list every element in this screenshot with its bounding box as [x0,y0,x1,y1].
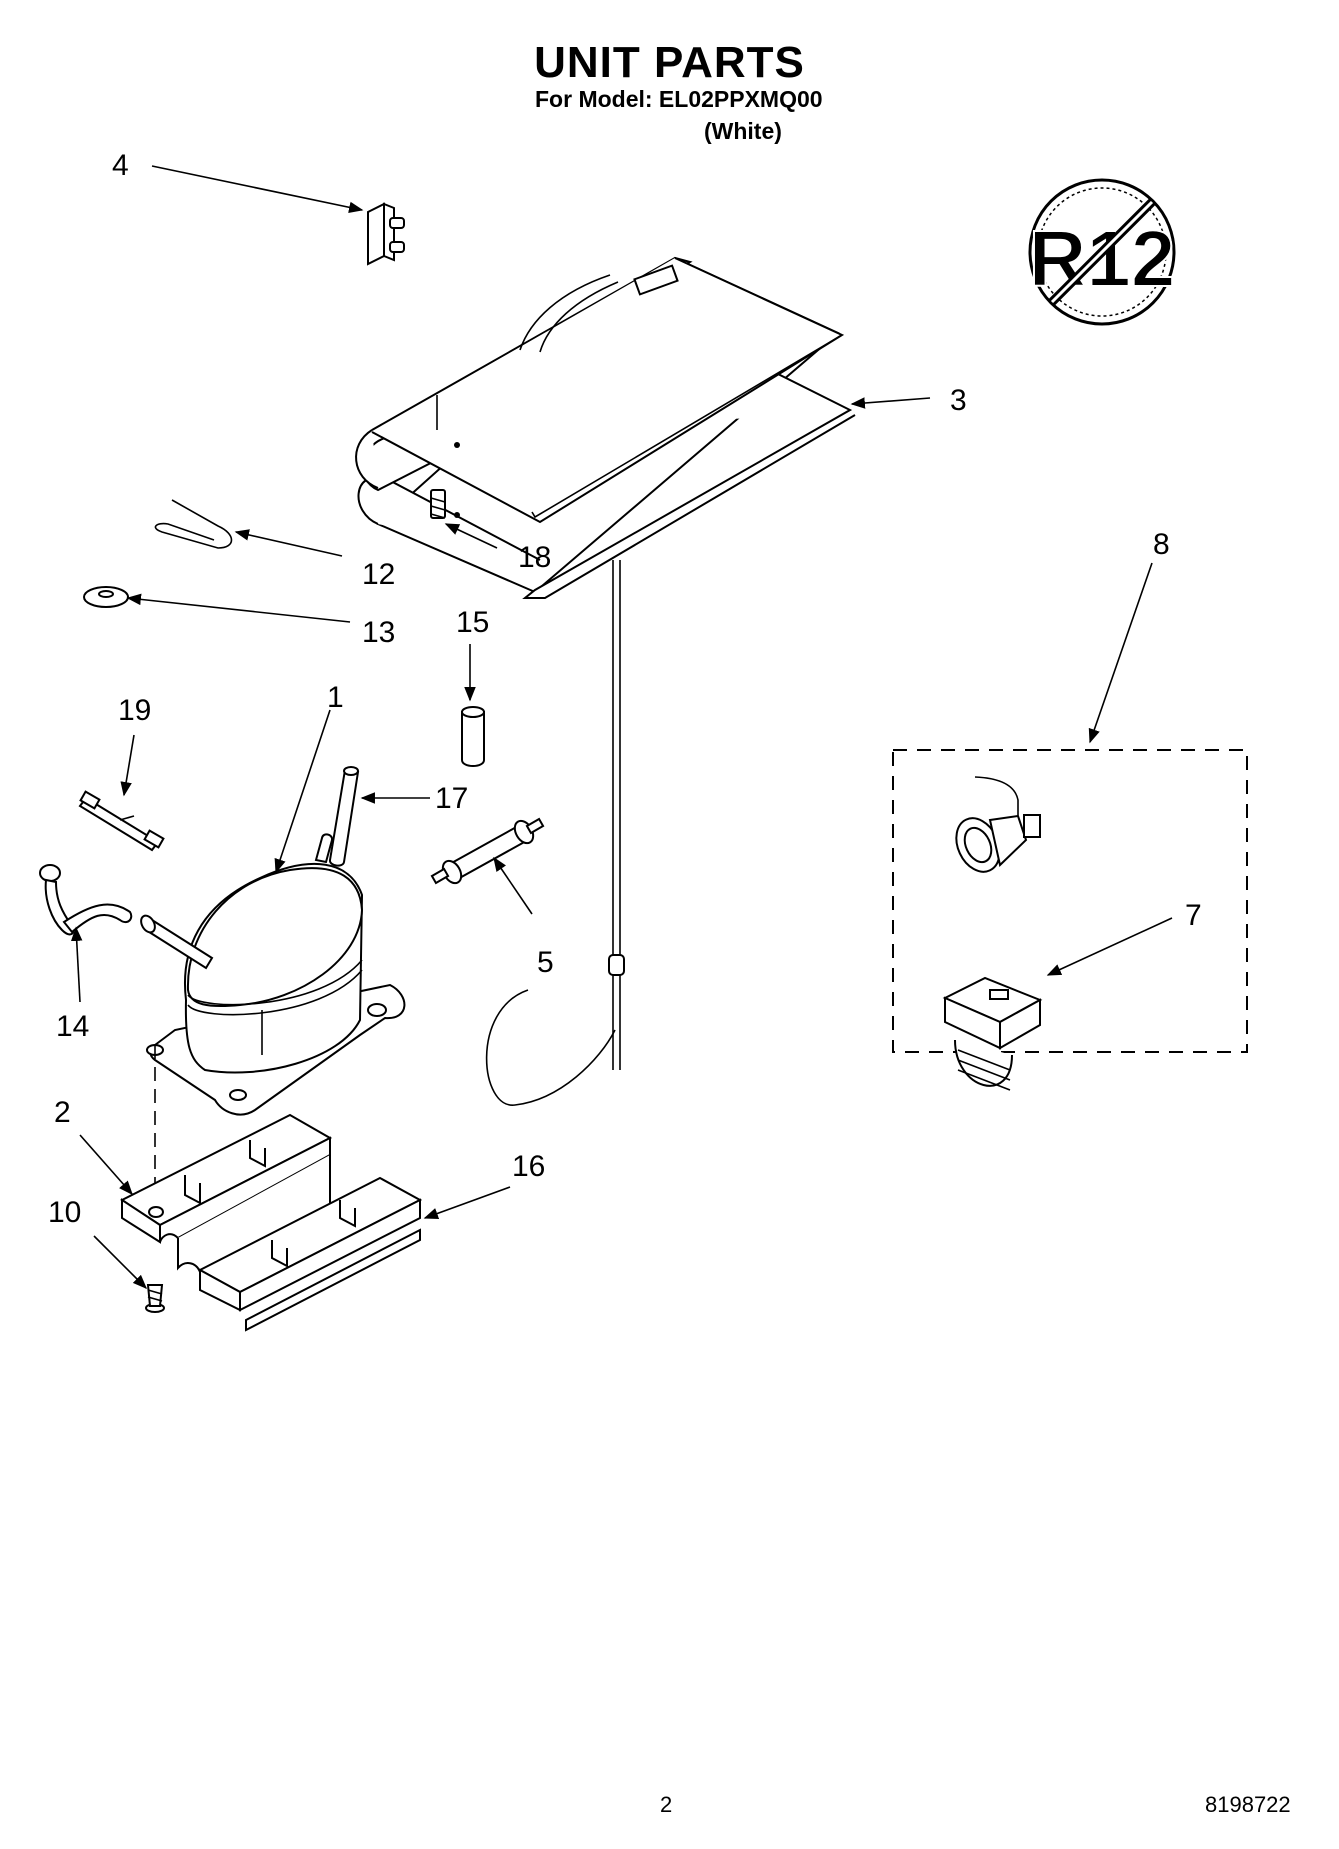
callout-16: 16 [512,1150,545,1183]
part-17-tube [329,766,360,867]
part-7-thermostat [942,976,1043,1091]
part-5-filter [430,817,545,885]
leader-arrows [70,165,1173,1290]
kit-8-contents [955,776,1041,873]
page-number: 2 [660,1792,673,1817]
callout-17: 17 [435,782,468,815]
callout-12: 12 [362,558,395,591]
callout-10: 10 [48,1196,81,1229]
callout-2: 2 [54,1096,71,1129]
callout-15: 15 [456,606,489,639]
callout-8: 8 [1153,528,1170,561]
document-number: 8198722 [1205,1792,1291,1817]
page-title: UNIT PARTS [534,38,805,87]
part-18-screw [430,489,446,519]
part-14-line [39,864,133,936]
kit-8-box [892,749,1248,1053]
part-13-washer [83,586,129,608]
part-10-screw [145,1284,165,1313]
callout-1: 1 [327,681,344,714]
callout-18: 18 [518,541,551,574]
callout-5: 5 [537,946,554,979]
callout-3: 3 [950,384,967,417]
part-19-tube [78,790,165,852]
part-15-cylinder [461,706,485,767]
callout-4: 4 [112,149,129,182]
callout-19: 19 [118,694,151,727]
part-1-compressor [140,833,406,1200]
part-3-evaporator [355,256,856,1106]
part-4-bracket [367,202,405,266]
part-12-clip [154,499,233,549]
part-2-rail [120,1113,333,1274]
callout-14: 14 [56,1010,89,1043]
callout-7: 7 [1185,899,1202,932]
callout-13: 13 [362,616,395,649]
badge-text: R12 [1029,214,1176,303]
no-r12-badge: R12 [1028,178,1176,326]
color-note: (White) [704,118,782,144]
model-line: For Model: EL02PPXMQ00 [535,86,823,112]
part-16-rail [197,1176,423,1332]
